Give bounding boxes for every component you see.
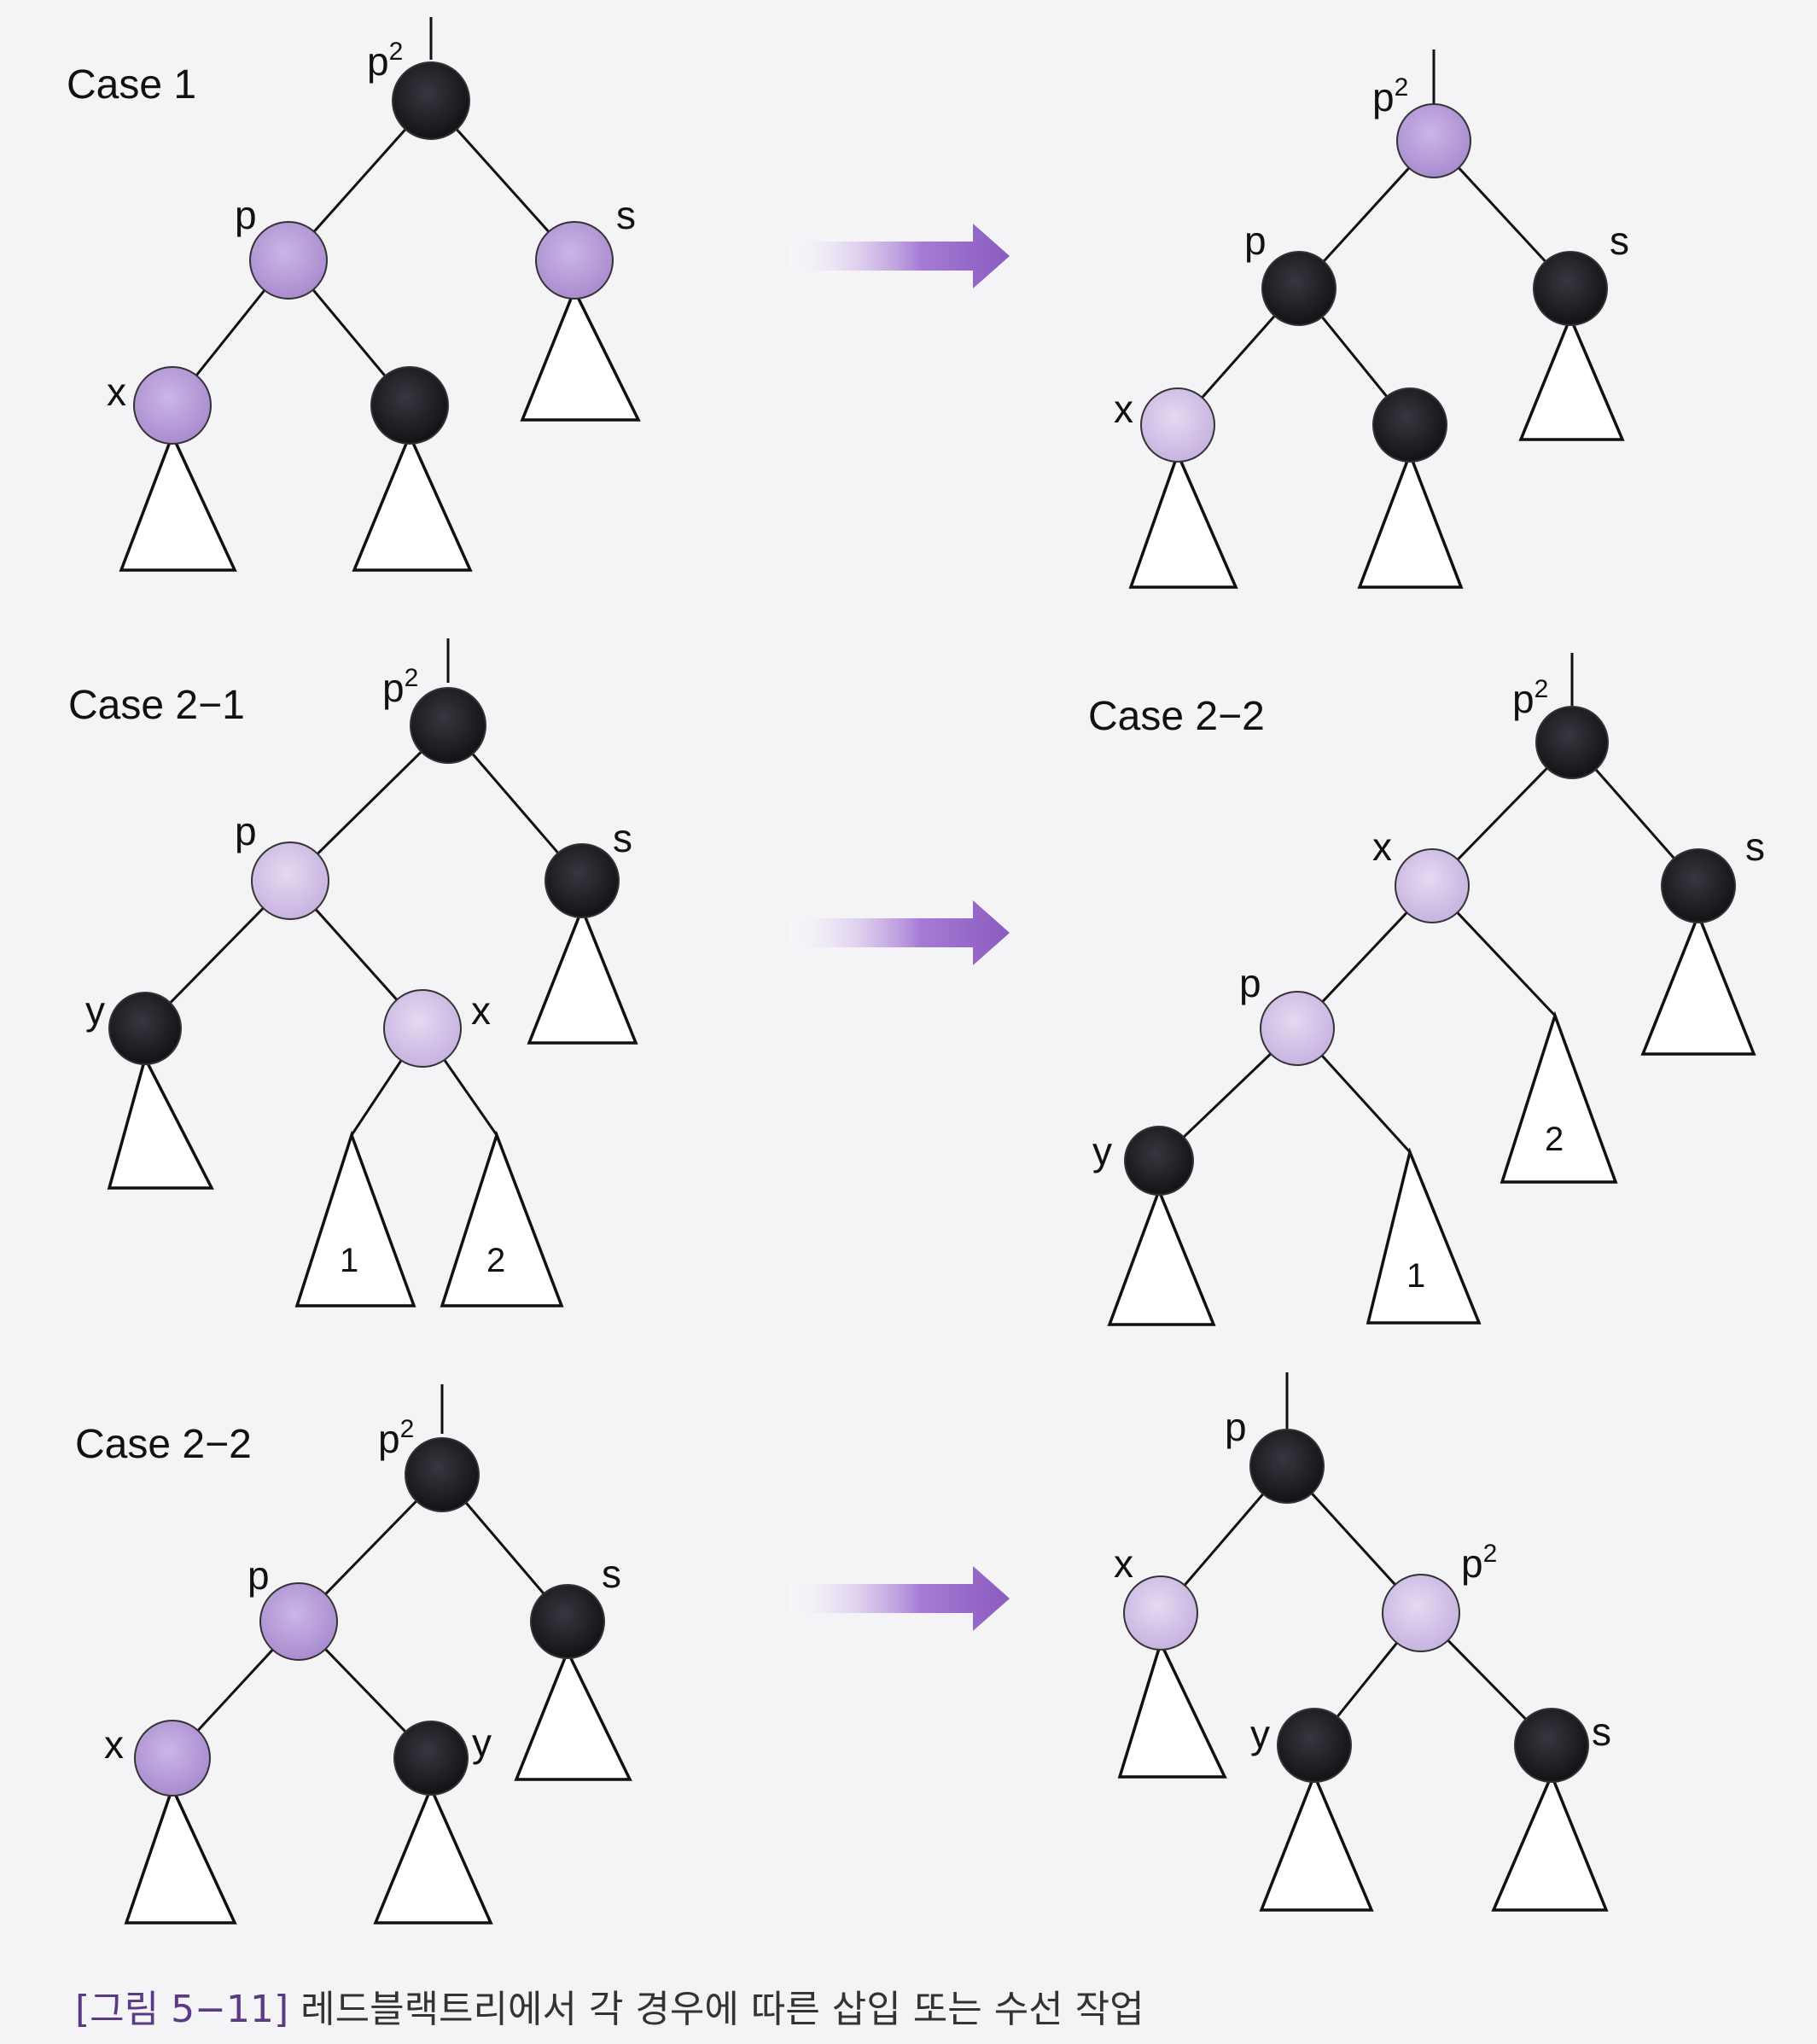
node-black [1661, 848, 1736, 923]
subtree-triangle [1259, 1771, 1374, 1912]
node-red [1395, 848, 1470, 923]
subtree-triangle [124, 1784, 237, 1925]
subtree-triangle [1357, 450, 1464, 589]
transform-arrow [789, 224, 1010, 288]
node-black [1249, 1429, 1325, 1504]
node-label: x [104, 1722, 124, 1767]
subtree-triangle [1518, 313, 1625, 441]
node-label: x [471, 988, 491, 1033]
node-red [133, 366, 212, 445]
subtree-triangle [373, 1784, 493, 1925]
node-label: p2 [382, 664, 418, 710]
case22-mid-title: Case 2−2 [1088, 694, 1265, 739]
node-black [1277, 1708, 1352, 1783]
node-red [1396, 103, 1471, 178]
figure-ref: [그림 5−11] [75, 1988, 289, 2031]
case22-before-tree: Case 2−2 p2 p s x y [75, 1384, 632, 1925]
node-label: p [1244, 218, 1267, 263]
node-black [370, 366, 449, 445]
node-label: x [1372, 824, 1392, 869]
subtree-triangle [1640, 911, 1756, 1056]
node-red [259, 1582, 338, 1661]
node-label: p2 [367, 38, 403, 84]
node-label: p [235, 809, 257, 853]
node-label: x [1114, 1541, 1133, 1586]
subtree-label: 1 [1406, 1257, 1425, 1295]
transform-arrow [789, 1566, 1010, 1631]
node-red [251, 841, 329, 920]
node-black [1372, 387, 1447, 463]
node-black [1514, 1708, 1589, 1783]
subtree-triangle [1366, 1147, 1482, 1325]
node-red [1260, 991, 1335, 1066]
case22-after-tree: p x p2 y s [1114, 1372, 1611, 1912]
subtree-label: 1 [340, 1242, 358, 1279]
node-label: p [248, 1553, 270, 1598]
subtree-triangle [1500, 1010, 1618, 1184]
subtree-triangle [352, 431, 473, 572]
node-black [405, 1437, 480, 1512]
node-label: s [1610, 218, 1629, 263]
case22-mid-tree: Case 2−2 p2 x s p y 2 1 [1088, 653, 1765, 1326]
node-label: p [1225, 1405, 1247, 1449]
case21-before-tree: Case 2−1 p2 p s y x 1 2 [68, 638, 638, 1307]
subtree-label: 2 [1545, 1121, 1564, 1158]
subtree-triangle [514, 1647, 632, 1781]
node-red [134, 1720, 211, 1797]
node-black [1533, 251, 1608, 326]
case1-title: Case 1 [67, 62, 196, 108]
node-black [108, 992, 182, 1065]
case21-title: Case 2−1 [68, 683, 245, 728]
node-label: s [613, 816, 632, 860]
node-label: s [602, 1552, 621, 1596]
node-label: x [1114, 387, 1133, 431]
node-red [1140, 387, 1215, 463]
node-label: y [1092, 1129, 1112, 1173]
transform-arrow [789, 900, 1010, 965]
node-label: p2 [1461, 1540, 1497, 1586]
node-red [249, 221, 328, 300]
node-label: p2 [378, 1415, 414, 1461]
node-label: y [1250, 1712, 1270, 1756]
node-label: s [616, 193, 636, 237]
subtree-triangle [1128, 450, 1238, 589]
node-black [1261, 251, 1337, 326]
subtree-triangle [1117, 1639, 1227, 1779]
node-label: y [472, 1721, 492, 1765]
subtree-triangle [107, 1054, 214, 1190]
node-black [530, 1584, 605, 1659]
node-red [383, 989, 462, 1068]
figure-caption: [그림 5−11] 레드블랙트리에서 각 경우에 따른 삽입 또는 수선 작업 [75, 1978, 1144, 2033]
node-label: y [85, 988, 105, 1033]
node-black [1535, 706, 1609, 779]
subtree-triangle [440, 1130, 564, 1307]
case1-before-tree: Case 1 p2 p s x [67, 17, 641, 572]
node-red [1382, 1574, 1460, 1652]
node-label: p2 [1372, 73, 1408, 119]
node-label: x [107, 370, 126, 414]
node-black [1124, 1126, 1194, 1196]
node-black [392, 61, 470, 140]
subtree-label: 2 [486, 1242, 505, 1279]
case22-title: Case 2−2 [75, 1422, 252, 1467]
node-label: p [1239, 961, 1261, 1005]
node-red [1123, 1575, 1198, 1651]
node-label: p [235, 193, 257, 237]
subtree-triangle [1107, 1186, 1216, 1326]
subtree-triangle [294, 1130, 416, 1307]
node-black [410, 687, 486, 764]
subtree-triangle [119, 431, 237, 572]
node-black [393, 1721, 469, 1796]
case1-after-tree: p2 p s x [1114, 49, 1629, 589]
node-label: s [1745, 824, 1765, 869]
node-label: s [1592, 1709, 1611, 1754]
node-red [535, 221, 614, 300]
figure-caption-text: 레드블랙트리에서 각 경우에 따른 삽입 또는 수선 작업 [300, 1988, 1144, 2031]
node-black [545, 843, 620, 918]
subtree-triangle [1491, 1771, 1609, 1912]
node-label: p2 [1512, 675, 1548, 721]
subtree-triangle [520, 286, 641, 422]
subtree-triangle [527, 905, 638, 1045]
